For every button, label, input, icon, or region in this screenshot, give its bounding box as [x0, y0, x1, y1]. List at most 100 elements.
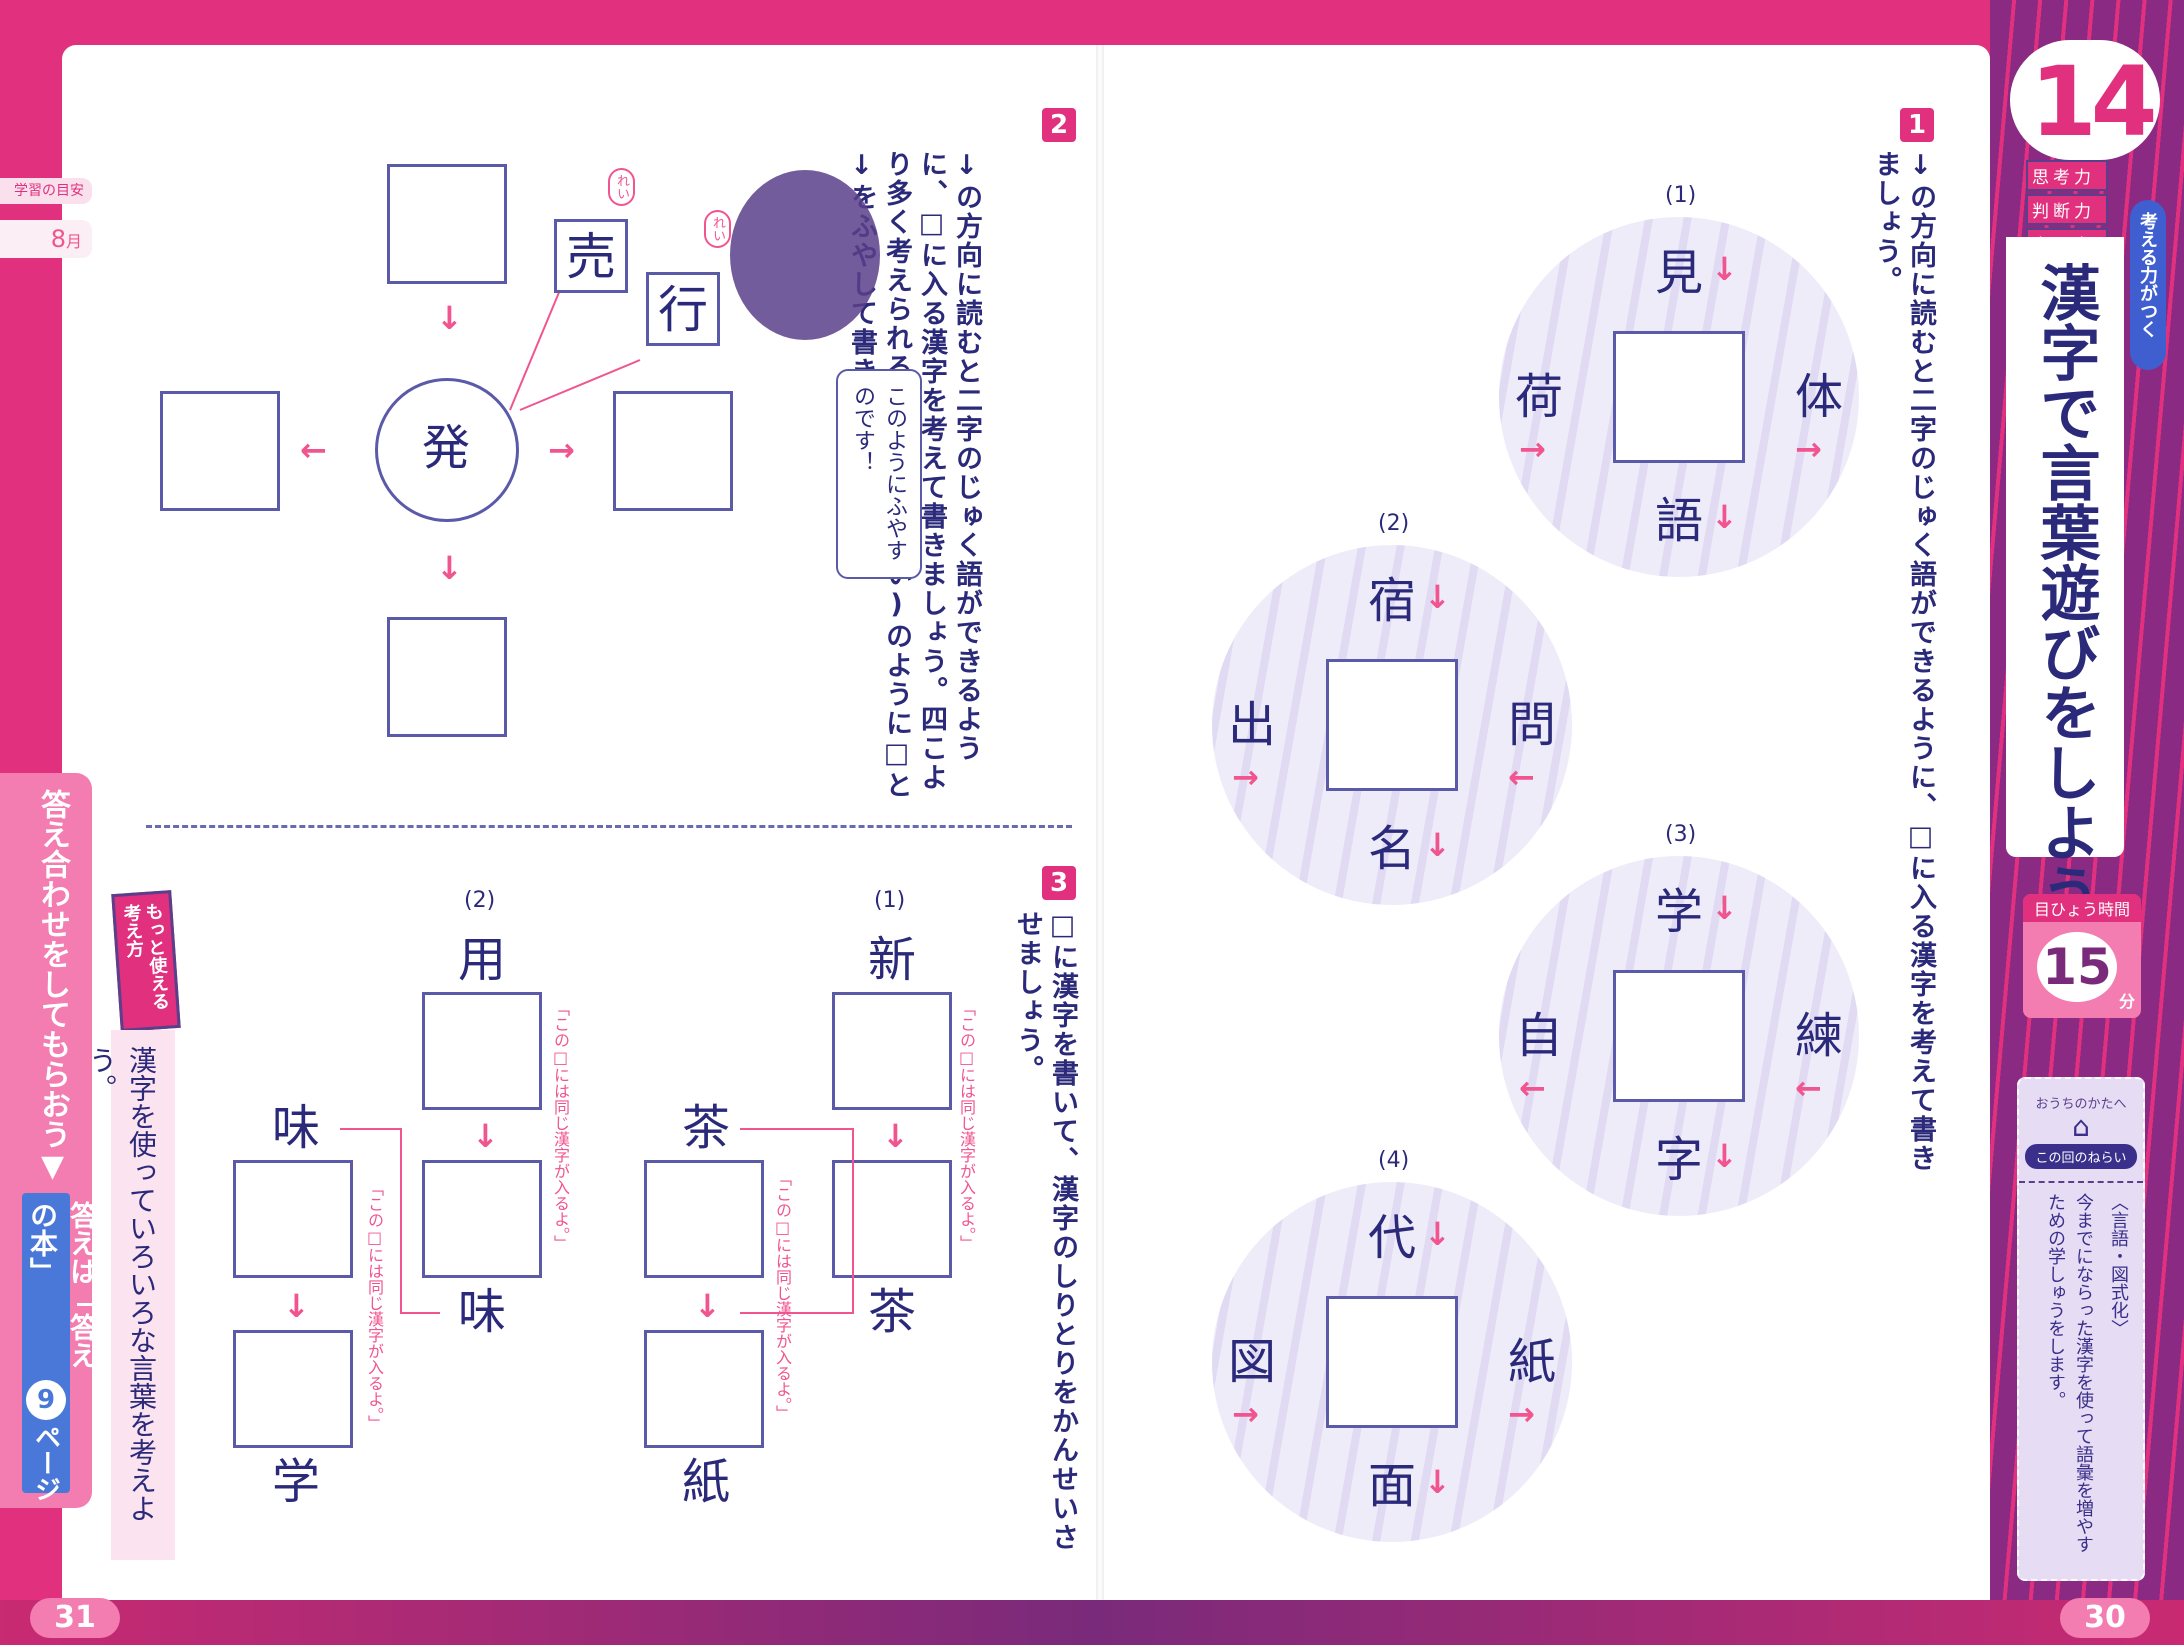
arrow-down-icon: ↓ — [472, 1117, 499, 1155]
connector-line — [740, 1312, 852, 1314]
kanji-left: 出 — [1228, 697, 1277, 753]
center-circle — [375, 378, 519, 522]
category-pill: 考える力がつく — [2130, 200, 2166, 370]
example-label-2: れい — [704, 210, 731, 248]
parents-note-topic: 〈言語・図式化〉 — [2108, 1193, 2129, 1337]
kanji-grid-3: (3) 学 字 自 練 ↓ ↓ ← ← — [1479, 822, 1879, 1236]
answer-box[interactable] — [1326, 1296, 1458, 1428]
kanji-left: 図 — [1228, 1334, 1277, 1390]
answer-box-left[interactable] — [160, 391, 280, 511]
parents-note-heading: おうちのかたへ — [2035, 1097, 2127, 1112]
connector-line — [400, 1128, 402, 1314]
chain-1-start: 新 — [868, 932, 917, 988]
kanji-right: 紙 — [1508, 1334, 1557, 1390]
kanji-bottom: 字 — [1655, 1132, 1704, 1188]
chain-1-box-4[interactable] — [644, 1330, 764, 1448]
chain-1-end: 紙 — [682, 1454, 731, 1510]
parents-note-body: 今までにならった漢字を使って語彙を増やすための学しゅうをします。 — [2045, 1193, 2094, 1553]
answer-box-top[interactable] — [387, 164, 507, 284]
chain-2-label: (2) — [464, 888, 496, 913]
chain-2-middle2: 味 — [458, 1284, 507, 1340]
arrow-icon: ↓ — [1424, 578, 1451, 616]
chain-1-label: (1) — [874, 888, 906, 913]
chain-1-box-2[interactable] — [832, 1160, 952, 1278]
example-label-1: れい — [608, 168, 635, 206]
connector-line — [852, 1128, 854, 1314]
arrow-icon: ← — [1508, 758, 1535, 796]
tip-badge: もっと使える考え方 — [111, 890, 181, 1032]
speech-bubble: このようにふやすのです！ — [836, 369, 922, 579]
arrow-icon: ← — [1519, 1069, 1546, 1107]
connector-line — [740, 1128, 852, 1130]
answer-box[interactable] — [1613, 331, 1745, 463]
title-panel — [2006, 237, 2124, 857]
arrow-down-icon: ↓ — [436, 299, 463, 337]
study-target-label: 学習の目安 — [0, 178, 92, 204]
kanji-bottom: 面 — [1368, 1458, 1417, 1514]
arrow-down-icon: ↓ — [283, 1287, 310, 1325]
chain-2-end: 学 — [272, 1454, 321, 1510]
arrow-icon: → — [1519, 430, 1546, 468]
arrow-icon: ← — [1795, 1069, 1822, 1107]
tip-text: 漢字を使っていろいろな言葉を考えよう。 — [85, 1030, 175, 1560]
month-value: 8 — [50, 225, 66, 253]
answer-box[interactable] — [1613, 970, 1745, 1102]
arrow-icon: → — [1795, 430, 1822, 468]
example-arrows — [509, 289, 641, 411]
arrow-icon: ↓ — [1424, 1215, 1451, 1253]
kanji-top: 代 — [1368, 1210, 1417, 1266]
hint-text: 「この□には同じ漢字が入るよ。」 — [957, 1000, 976, 1251]
chain-2-middle: 味 — [272, 1100, 321, 1156]
arrow-icon: ↓ — [1711, 250, 1738, 288]
hint-text: 「この□には同じ漢字が入るよ。」 — [365, 1180, 384, 1431]
kanji-grid-4: (4) 代 面 図 紙 ↓ ↓ → → — [1192, 1148, 1592, 1562]
chain-2-box-4[interactable] — [233, 1330, 353, 1448]
kanji-top: 宿 — [1368, 573, 1417, 629]
kanji-bottom: 名 — [1368, 821, 1417, 877]
arrow-down-icon: ↓ — [694, 1287, 721, 1325]
kanji-top: 学 — [1655, 884, 1704, 940]
example-box-2: 行 — [646, 272, 720, 346]
chain-2-start: 用 — [458, 932, 507, 988]
center-kanji: 発 — [422, 420, 471, 476]
skill-tag: 思考力 — [2026, 160, 2108, 191]
arrow-icon: ↓ — [1424, 826, 1451, 864]
hint-text: 「この□には同じ漢字が入るよ。」 — [551, 1000, 570, 1251]
question-2-number: 2 — [1042, 108, 1076, 142]
chain-1-box-3[interactable] — [644, 1160, 764, 1278]
kanji-grid-1: (1) 見 語 荷 体 ↓ ↓ → → — [1479, 183, 1879, 597]
house-icon: ⌂ — [2072, 1110, 2090, 1143]
chain-2-box-2[interactable] — [422, 1160, 542, 1278]
target-time-unit: 分 — [2118, 992, 2135, 1011]
lesson-badge — [2010, 40, 2160, 160]
question-3-number: 3 — [1042, 866, 1076, 900]
arrow-icon: → — [1508, 1395, 1535, 1433]
kanji-left: 荷 — [1515, 369, 1564, 425]
lesson-number: 14 — [2030, 46, 2158, 158]
grid-label: (4) — [1378, 1148, 1410, 1173]
kanji-bottom: 語 — [1655, 493, 1704, 549]
parents-note: おうちのかたへ ⌂ この回のねらい 〈言語・図式化〉 今までにならった漢字を使っ… — [2017, 1077, 2145, 1581]
month-unit: 月 — [65, 232, 82, 251]
answer-box-bottom[interactable] — [387, 617, 507, 737]
grid-label: (2) — [1378, 511, 1410, 536]
kanji-grid-2: (2) 宿 名 出 問 ↓ ↓ → ← — [1192, 511, 1592, 925]
chain-2-box-3[interactable] — [233, 1160, 353, 1278]
arrow-left-icon: ← — [300, 431, 327, 469]
chain-2-box-1[interactable] — [422, 992, 542, 1110]
arrow-icon: → — [1232, 1395, 1259, 1433]
chain-1-box-1[interactable] — [832, 992, 952, 1110]
chain-1-middle2: 茶 — [868, 1284, 917, 1340]
hint-text: 「この□には同じ漢字が入るよ。」 — [773, 1170, 792, 1421]
arrow-down-icon: ↓ — [436, 549, 463, 587]
answer-box-right[interactable] — [613, 391, 733, 511]
mascot-illustration — [730, 170, 880, 340]
answer-prefix: 答えは「答えの本」 — [26, 1201, 99, 1369]
answer-box[interactable] — [1326, 659, 1458, 791]
grid-label: (3) — [1665, 822, 1697, 847]
connector-line — [340, 1128, 400, 1130]
parents-note-badge: この回のねらい — [2025, 1144, 2137, 1169]
answer-page-number: 9 — [26, 1380, 66, 1420]
chain-1-middle: 茶 — [682, 1100, 731, 1156]
grid-label: (1) — [1665, 183, 1697, 208]
